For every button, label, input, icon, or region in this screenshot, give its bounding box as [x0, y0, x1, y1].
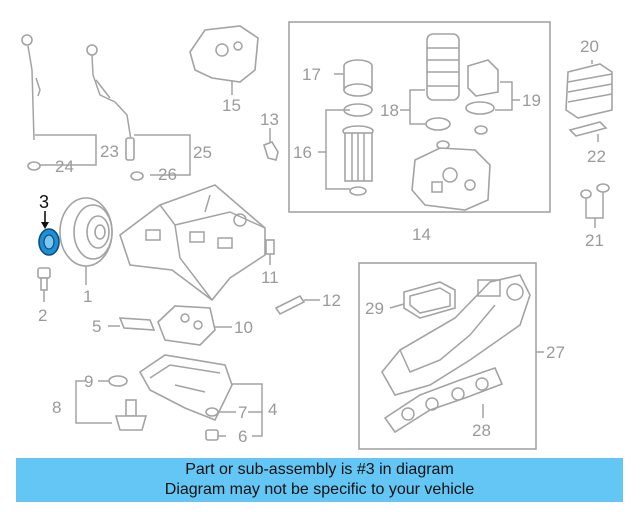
banner-line-2: Diagram may not be specific to your vehi…: [164, 481, 475, 498]
label-13: 13: [260, 110, 279, 129]
plug-part-11: [265, 239, 275, 265]
label-3-highlighted: 3: [39, 192, 49, 212]
label-12: 12: [322, 291, 341, 310]
dipstick-tube-25: [86, 44, 191, 181]
label-19: 19: [522, 91, 541, 110]
label-27: 27: [546, 343, 565, 362]
group-box-27: [358, 262, 537, 450]
label-21: 21: [585, 231, 604, 250]
label-15: 15: [222, 96, 241, 115]
label-20: 20: [580, 37, 599, 56]
label-7: 7: [238, 403, 247, 422]
label-18: 18: [380, 101, 399, 120]
o-ring-part-9: [98, 375, 128, 387]
label-1: 1: [83, 287, 92, 306]
dipstick-assembly-23: [21, 34, 97, 171]
oil-pan-part-4: [138, 354, 233, 422]
info-banner: Part or sub-assembly is #3 in diagram Di…: [16, 458, 623, 502]
label-5: 5: [92, 317, 101, 336]
housing-base: [411, 147, 491, 211]
label-24: 24: [55, 157, 74, 176]
valve-parts-19: [465, 59, 520, 135]
crankshaft-pulley-part-1: [59, 197, 113, 285]
label-29: 29: [365, 299, 384, 318]
filter-element-part-16: [318, 103, 374, 196]
label-4: 4: [268, 400, 277, 419]
oil-level-sensor-part-8: [75, 380, 148, 431]
manifold-gasket-part-28: [383, 367, 504, 434]
label-28: 28: [472, 421, 491, 440]
seals-part-21: [580, 183, 610, 228]
filter-parts-18: [400, 33, 460, 150]
label-26: 26: [158, 165, 177, 184]
oil-cooler-part-20: [565, 60, 613, 119]
label-9: 9: [84, 372, 93, 391]
bracket-part-13: [263, 141, 279, 161]
gasket-part-5: [108, 317, 156, 331]
gasket-part-22: [568, 121, 608, 142]
label-14: 14: [412, 225, 431, 244]
label-22: 22: [587, 147, 606, 166]
engine-block: [119, 184, 266, 302]
drain-plug-parts-6-7: [205, 383, 263, 441]
label-8: 8: [52, 398, 61, 417]
oil-pump-part-10: [157, 305, 232, 346]
group-box-14: [288, 21, 551, 213]
filter-cap-part-17: [334, 59, 373, 97]
label-6: 6: [238, 427, 247, 446]
label-25: 25: [193, 143, 212, 162]
label-17: 17: [302, 65, 321, 84]
label-23: 23: [100, 142, 119, 161]
label-2: 2: [38, 306, 47, 325]
seal-washer-part-3-highlighted: [38, 211, 60, 256]
part-12: [274, 294, 320, 316]
label-16: 16: [293, 143, 312, 162]
label-10: 10: [234, 318, 253, 337]
cover-part-15: [189, 25, 259, 95]
banner-line-1: Part or sub-assembly is #3 in diagram: [185, 461, 454, 478]
gasket-part-29: [389, 281, 456, 319]
bolt-part-2: [37, 267, 51, 302]
intake-manifold: [381, 274, 531, 396]
label-11: 11: [261, 268, 279, 287]
